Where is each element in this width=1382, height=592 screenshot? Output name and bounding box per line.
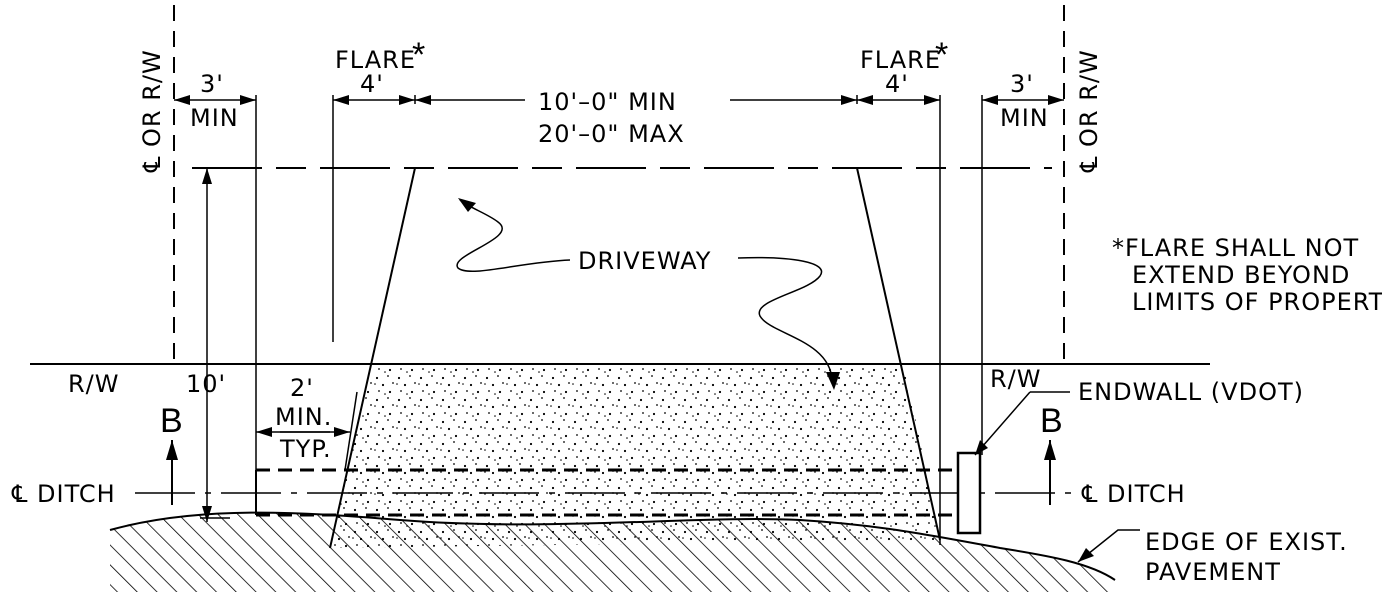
label-rw-left: R/W — [68, 370, 120, 398]
arrow-2ft-a — [256, 427, 272, 437]
arrow-3ft-left-b — [240, 95, 256, 105]
driveway-leader-right — [737, 256, 833, 381]
endwall-rect — [956, 451, 982, 535]
arrow-width-a — [415, 95, 431, 105]
driveway-leader-right-arrow — [826, 372, 840, 390]
label-driveway: DRIVEWAY — [578, 247, 711, 275]
label-ditch-left: ℄ DITCH — [11, 480, 116, 508]
label-flare-right-star: * — [935, 36, 948, 74]
driveway-leader-left — [456, 199, 571, 272]
label-flare-left: FLARE — [335, 46, 416, 74]
label-ditch-right: ℄ DITCH — [1081, 480, 1186, 508]
label-4ft-left: 4' — [360, 70, 384, 98]
label-min-typ-2: TYP. — [279, 435, 332, 463]
label-min-left: MIN — [190, 104, 239, 132]
label-prop-line-right: ℄ OR R/W — [1075, 49, 1103, 173]
edge-leader-arrow — [1078, 548, 1094, 562]
label-rw-right: R/W — [990, 365, 1042, 393]
section-b-right-arrow — [1044, 440, 1056, 460]
label-note-line1: *FLARE SHALL NOT — [1112, 234, 1359, 262]
endwall-arrowhead — [975, 440, 988, 455]
section-b-left-arrow — [166, 440, 178, 460]
ground-hatch — [110, 512, 1115, 592]
label-edge-line1: EDGE OF EXIST. — [1145, 528, 1348, 556]
label-endwall: ENDWALL (VDOT) — [1078, 378, 1304, 406]
arrow-10ft-bottom — [202, 506, 212, 522]
arrow-3ft-left-a — [174, 95, 190, 105]
label-flare-left-star: * — [412, 36, 425, 74]
label-section-b-left: B — [160, 402, 183, 440]
label-min-right: MIN — [1000, 104, 1049, 132]
label-prop-line-left: ℄ OR R/W — [138, 49, 166, 173]
arrow-width-b — [841, 95, 857, 105]
edge-of-pavement-line — [109, 511, 1116, 581]
arrow-flare-right-a — [857, 95, 873, 105]
driveway-leader-left-arrow — [458, 198, 476, 212]
arrow-3ft-right-b — [1048, 95, 1064, 105]
label-3ft-right: 3' — [1010, 70, 1034, 98]
label-3ft-left: 3' — [200, 70, 224, 98]
driveway-edge-left — [329, 167, 416, 549]
label-note-line3: LIMITS OF PROPERTY — [1132, 288, 1382, 316]
edge-leader — [1077, 529, 1140, 563]
flare-left-lower — [344, 391, 358, 471]
driveway-pavement-stipple — [330, 366, 940, 548]
label-section-b-right: B — [1040, 402, 1063, 440]
arrow-flare-left-a — [333, 95, 349, 105]
label-width-max: 20'–0" MAX — [538, 120, 685, 148]
label-4ft-right: 4' — [885, 70, 909, 98]
arrow-2ft-b — [334, 427, 350, 437]
label-note-line2: EXTEND BEYOND — [1132, 261, 1350, 289]
label-10ft: 10' — [186, 370, 226, 398]
arrow-flare-left-b — [399, 95, 415, 105]
label-flare-right: FLARE — [860, 46, 941, 74]
driveway-edge-right — [856, 167, 941, 541]
arrow-10ft-top — [202, 168, 212, 184]
label-2ft: 2' — [290, 374, 314, 402]
arrow-3ft-right-a — [982, 95, 998, 105]
label-min-typ-1: MIN. — [275, 403, 332, 431]
label-edge-line2: PAVEMENT — [1145, 558, 1281, 586]
label-width-min: 10'–0" MIN — [538, 88, 677, 116]
arrow-flare-right-b — [924, 95, 940, 105]
